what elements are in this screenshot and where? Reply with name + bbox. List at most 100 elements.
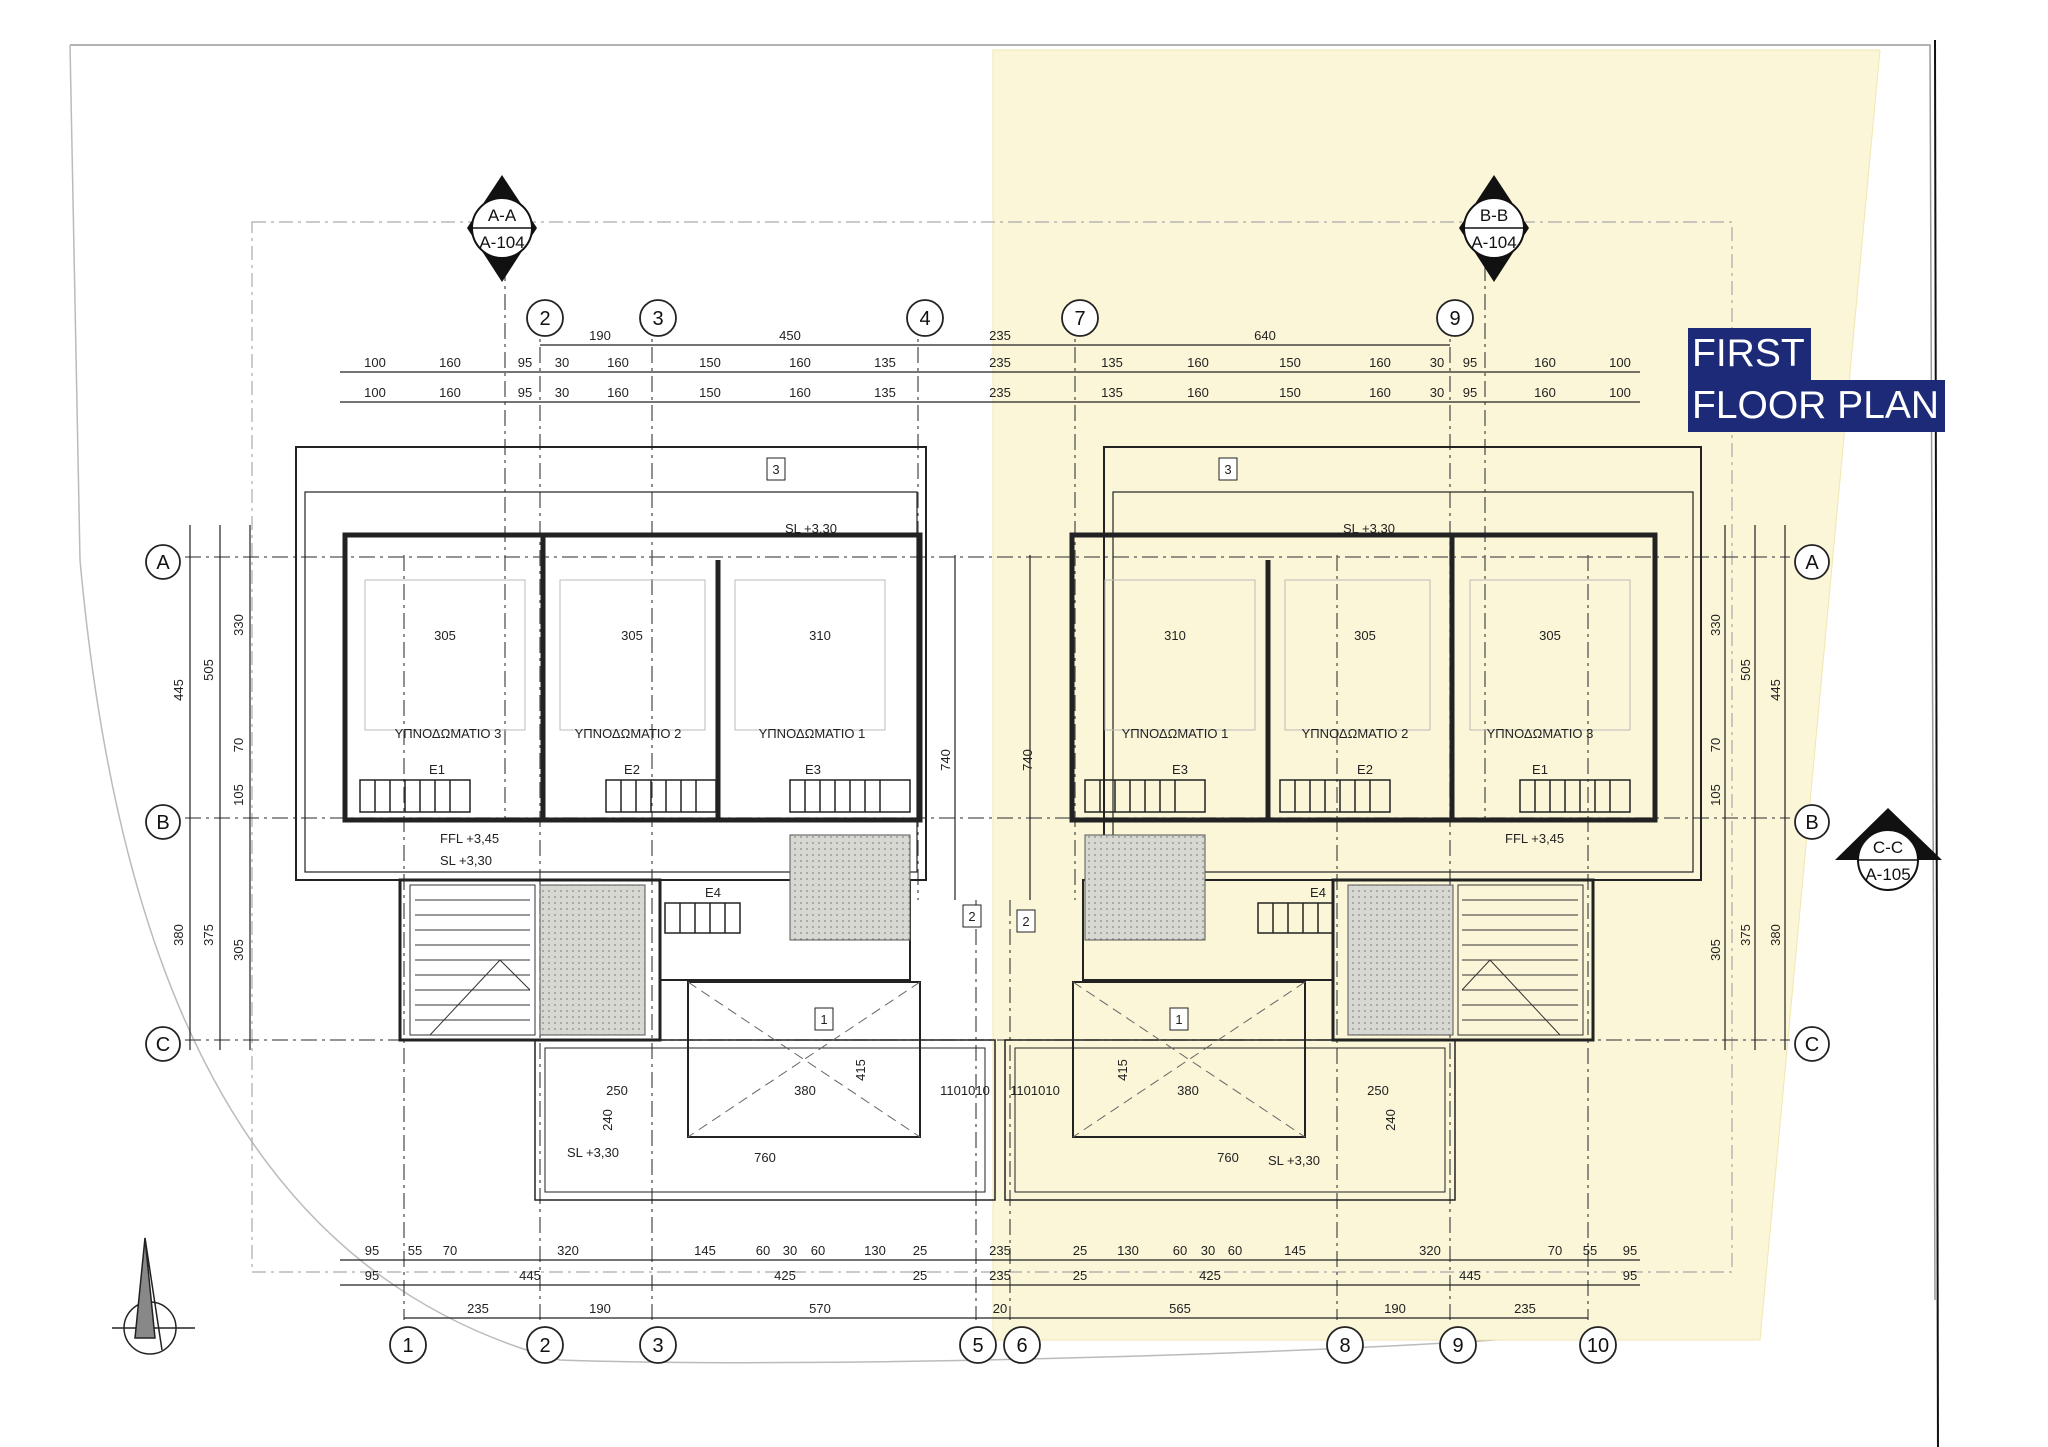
bottom-dimensions-row-1: 95 55 70 320 145 60 30 60 130 25 235 25 … (365, 1243, 1637, 1258)
grid-col-bottom-7: 9 (1452, 1335, 1463, 1357)
dim-b2-4: 25 (913, 1268, 927, 1283)
dim-b1-17: 145 (1284, 1243, 1306, 1258)
dim-top-10: 135 (1101, 355, 1123, 370)
room-width-4: 310 (1164, 628, 1186, 643)
callout-1-right: 1 (1175, 1012, 1182, 1027)
dim-b2-2: 445 (519, 1268, 541, 1283)
dim-top2-15: 95 (1463, 385, 1477, 400)
wardrobe-e2-left: E2 (624, 762, 640, 777)
dim-top-17: 100 (1609, 355, 1631, 370)
terrace-dim-9: 415 (1115, 1059, 1130, 1081)
terrace-dim-6: 250 (1367, 1083, 1389, 1098)
dim-top-main-1: 190 (589, 328, 611, 343)
dim-r-5: 105 (1708, 784, 1723, 806)
section-b-ref: A-104 (1471, 233, 1516, 252)
grid-col-top-4: 7 (1074, 308, 1085, 330)
terrace-dim-8: 760 (1217, 1150, 1239, 1165)
section-a-id: A-A (488, 206, 517, 225)
room-labels: ΥΠΝΟΔΩΜΑΤΙΟ 3 ΥΠΝΟΔΩΜΑΤΙΟ 2 ΥΠΝΟΔΩΜΑΤΙΟ … (395, 726, 1594, 741)
wardrobe-e4-right: E4 (1310, 885, 1326, 900)
right-dimensions: 445 505 330 70 105 380 375 305 (1708, 614, 1783, 961)
dim-top-8: 135 (874, 355, 896, 370)
dim-top2-14: 30 (1430, 385, 1444, 400)
section-marker-b (1459, 175, 1529, 282)
plot-edge-line (1934, 39, 1939, 1447)
dim-b3-4: 20 (993, 1301, 1007, 1316)
dim-top2-17: 100 (1609, 385, 1631, 400)
grid-row-b-left: B (156, 812, 169, 834)
grid-row-c-right: C (1805, 1034, 1819, 1056)
dim-top2-4: 30 (555, 385, 569, 400)
dim-top-3: 95 (518, 355, 532, 370)
terrace-dimensions: 250 380 760 415 240 250 380 760 415 240 … (600, 749, 1398, 1165)
plan-title-line-2: FLOOR PLAN (1688, 380, 1946, 432)
terrace-dim-13: 1101010 (940, 1083, 990, 1098)
dim-b2-1: 95 (365, 1268, 379, 1283)
grid-row-c-left: C (156, 1034, 170, 1056)
grid-col-top-5: 9 (1449, 308, 1460, 330)
wardrobe-e1-left: E1 (429, 762, 445, 777)
dim-b1-19: 70 (1548, 1243, 1562, 1258)
grid-row-bubbles (145, 544, 1830, 1062)
wardrobe-e3-right: E3 (1172, 762, 1188, 777)
room-width-dimensions: 305 305 310 310 305 305 (434, 628, 1561, 643)
dim-top2-10: 135 (1101, 385, 1123, 400)
terrace-dim-4: 415 (853, 1059, 868, 1081)
callout-boxes: 1 2 3 1 2 3 (766, 457, 1238, 1031)
room-width-1: 305 (434, 628, 456, 643)
dim-b1-4: 320 (557, 1243, 579, 1258)
dim-top2-13: 160 (1369, 385, 1391, 400)
room-label-bedroom-2-right: ΥΠΝΟΔΩΜΑΤΙΟ 2 (1302, 726, 1409, 741)
setback-line (251, 221, 1733, 1273)
wardrobe-e4-left: E4 (705, 885, 721, 900)
dim-top-15: 95 (1463, 355, 1477, 370)
dim-top-main-3: 235 (989, 328, 1011, 343)
dim-b1-13: 130 (1117, 1243, 1139, 1258)
section-marker-c (1835, 808, 1942, 891)
terrace-dim-11: 740 (938, 749, 953, 771)
dim-b1-14: 60 (1173, 1243, 1187, 1258)
dim-b1-15: 30 (1201, 1243, 1215, 1258)
grid-col-bottom-6: 8 (1339, 1335, 1350, 1357)
terrace-dim-12: 740 (1020, 749, 1035, 771)
grid-row-labels: A B C A B C (156, 552, 1820, 1056)
dim-top2-1: 100 (364, 385, 386, 400)
section-b-id: B-B (1480, 206, 1508, 225)
wardrobe-e1-right: E1 (1532, 762, 1548, 777)
dimension-lines (189, 344, 1786, 1319)
dim-b2-8: 445 (1459, 1268, 1481, 1283)
top-main-dimensions: 190 450 235 640 (589, 328, 1276, 343)
highlighted-unit-area (992, 49, 1881, 1341)
terrace-dim-7: 380 (1177, 1083, 1199, 1098)
dim-top-5: 160 (607, 355, 629, 370)
dim-b3-2: 190 (589, 1301, 611, 1316)
dim-top2-8: 135 (874, 385, 896, 400)
dim-b1-3: 70 (443, 1243, 457, 1258)
dim-top2-16: 160 (1534, 385, 1556, 400)
left-dimensions: 445 505 330 70 105 380 375 305 (171, 614, 246, 961)
north-arrow-icon (112, 1237, 195, 1355)
level-sl-bottom-right: SL +3,30 (1268, 1153, 1320, 1168)
grid-col-top-1: 2 (539, 308, 550, 330)
dim-b1-2: 55 (408, 1243, 422, 1258)
dim-b1-6: 60 (756, 1243, 770, 1258)
dim-l-1: 445 (171, 679, 186, 701)
dim-b2-9: 95 (1623, 1268, 1637, 1283)
section-c-ref: A-105 (1865, 865, 1910, 884)
level-ffl-right: FFL +3,45 (1505, 831, 1564, 846)
dim-b1-18: 320 (1419, 1243, 1441, 1258)
dim-l-2: 505 (201, 659, 216, 681)
grid-col-bottom-2: 2 (539, 1335, 550, 1357)
wet-areas (539, 834, 1454, 1036)
room-label-bedroom-3-left: ΥΠΝΟΔΩΜΑΤΙΟ 3 (395, 726, 502, 741)
terrace-dim-3: 760 (754, 1150, 776, 1165)
dim-top-1: 100 (364, 355, 386, 370)
dim-b1-8: 60 (811, 1243, 825, 1258)
level-sl-top-left: SL +3,30 (785, 521, 837, 536)
wardrobe-e3-left: E3 (805, 762, 821, 777)
dim-l-8: 305 (231, 939, 246, 961)
walls-right-unit (1004, 446, 1702, 1201)
section-c-id: C-C (1873, 838, 1903, 857)
dim-b1-12: 25 (1073, 1243, 1087, 1258)
